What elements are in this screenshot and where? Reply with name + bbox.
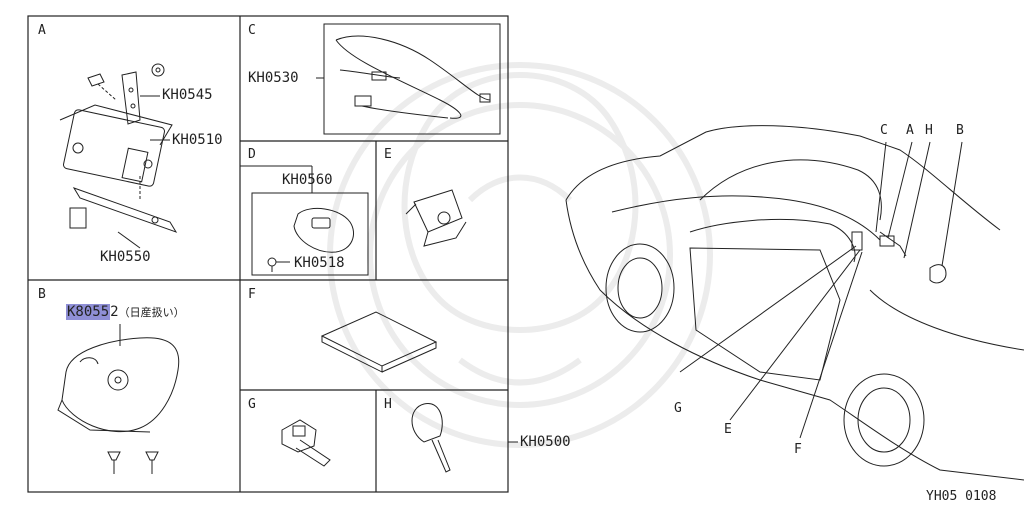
figure-code: YH05 0108 [926, 489, 997, 504]
panel-e-drawing [405, 189, 467, 247]
panel-f-drawing [320, 311, 438, 373]
part-kh0518: KH0518 [294, 255, 345, 271]
panel-h-drawing [411, 403, 518, 473]
panel-g-letter: G [248, 397, 256, 412]
panel-a-letter: A [38, 23, 46, 38]
panel-f-letter: F [248, 287, 256, 302]
panel-a-drawing [59, 63, 178, 249]
car-drawing [565, 125, 1024, 481]
grid-frame [27, 15, 509, 493]
part-suffix: 2 [110, 304, 119, 320]
watermark-emblem [327, 62, 713, 448]
panel-d-drawing [240, 165, 369, 276]
callout-b: B [956, 123, 964, 138]
panel-c-drawing [316, 23, 501, 135]
callout-h: H [925, 123, 933, 138]
callout-e: E [724, 422, 732, 437]
part-kh0510: KH0510 [172, 132, 223, 148]
part-kh0530: KH0530 [248, 70, 299, 86]
panel-e-letter: E [384, 147, 392, 162]
callout-f: F [794, 442, 802, 457]
part-kh0560: KH0560 [282, 172, 333, 188]
panel-g-drawing [281, 419, 331, 467]
panel-c-letter: C [248, 23, 256, 38]
panel-b-letter: B [38, 287, 46, 302]
callout-a: A [906, 123, 914, 138]
part-kh0550: KH0550 [100, 249, 151, 265]
panel-h-letter: H [384, 397, 392, 412]
callout-g: G [674, 401, 682, 416]
part-highlight: K8055 [66, 304, 111, 320]
part-kh0500: KH0500 [520, 434, 571, 450]
part-k80552: K80552（日産扱い） [66, 304, 185, 320]
part-kh0545: KH0545 [162, 87, 213, 103]
panel-d-letter: D [248, 147, 256, 162]
callout-c: C [880, 123, 888, 138]
panel-b-drawing [57, 324, 180, 474]
nissan-note: （日産扱い） [118, 306, 185, 319]
